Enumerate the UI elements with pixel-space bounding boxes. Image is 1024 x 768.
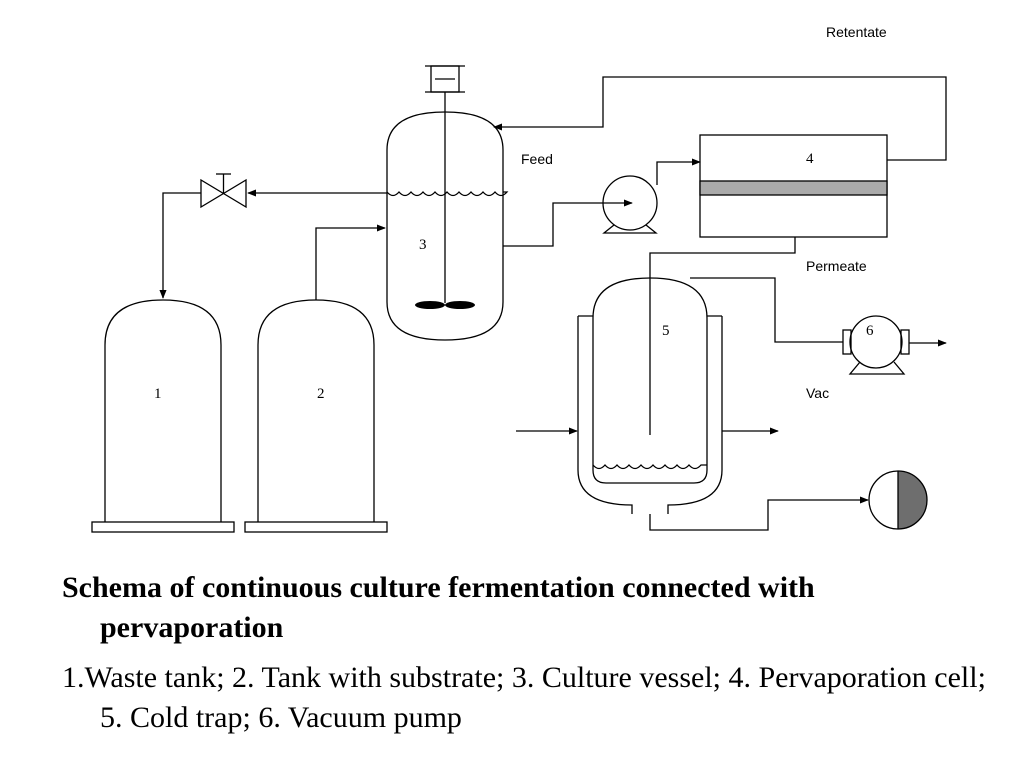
number-4: 4 [806, 151, 814, 167]
pipe-detector [649, 496, 869, 531]
cold-trap [577, 277, 723, 514]
pipe-permeate [649, 237, 796, 435]
caption-title: Schema of continuous culture fermentatio… [62, 571, 815, 644]
substrate-tank [244, 299, 388, 533]
number-6: 6 [866, 323, 874, 339]
culture-vessel [386, 65, 509, 341]
stirrer-impeller [445, 301, 475, 309]
pipe-feed [503, 199, 633, 247]
label-feed: Feed [521, 151, 553, 167]
pervaporation-cell [699, 134, 888, 238]
vacuum-pump [842, 315, 910, 375]
valve [200, 173, 247, 209]
number-1: 1 [154, 386, 162, 402]
stirrer-impeller [415, 301, 445, 309]
waste-tank [91, 299, 235, 533]
number-3: 3 [419, 237, 427, 253]
pipe-to-waste [159, 192, 201, 299]
cooling-jacket [577, 315, 633, 514]
pipe-retentate [493, 76, 947, 161]
pipe-vacuum [690, 277, 843, 343]
process-diagram: Retentate Feed Permeate Vac 1 2 3 4 5 6 [91, 24, 947, 533]
number-2: 2 [317, 386, 325, 402]
detector [868, 470, 928, 530]
pipe-pump-to-cell [656, 158, 701, 185]
caption-legend: 1.Waste tank; 2. Tank with substrate; 3.… [62, 661, 986, 734]
feed-pump [602, 175, 658, 234]
label-permeate: Permeate [806, 258, 867, 274]
number-5: 5 [662, 323, 670, 339]
pipe-substrate [315, 224, 386, 300]
label-retentate: Retentate [826, 24, 887, 40]
label-vac: Vac [806, 385, 829, 401]
